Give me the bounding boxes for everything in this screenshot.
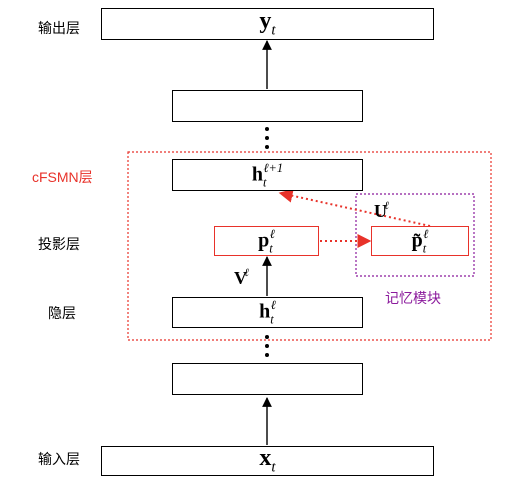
h-symbol: h bbox=[259, 300, 271, 323]
ellipsis-dot-upper-1 bbox=[265, 127, 269, 131]
ellipsis-dot-lower-3 bbox=[265, 353, 269, 357]
cfsmn-region bbox=[127, 151, 492, 341]
p-tilde-subscript: t bbox=[422, 240, 427, 255]
node-lower-hidden bbox=[172, 363, 363, 395]
label-input-layer: 输入层 bbox=[38, 451, 80, 467]
x-subscript: t bbox=[271, 459, 276, 476]
ellipsis-dot-lower-2 bbox=[265, 344, 269, 348]
p-subscript: t bbox=[269, 240, 273, 255]
arrow-ptilde-to-hnext bbox=[278, 188, 431, 227]
node-input-x: xt bbox=[101, 446, 434, 476]
h-next-subscript: t bbox=[263, 174, 267, 189]
h-superscript: ℓ bbox=[270, 298, 276, 313]
p-tilde-symbol: p̃ bbox=[411, 229, 423, 252]
ellipsis-dot-upper-3 bbox=[265, 145, 269, 149]
y-subscript: t bbox=[271, 22, 276, 39]
h-next-superscript: ℓ+1 bbox=[263, 160, 284, 175]
ellipsis-dot-upper-2 bbox=[265, 136, 269, 140]
u-superscript: ℓ bbox=[384, 200, 389, 212]
node-hidden-h: htℓ bbox=[172, 297, 363, 328]
node-projection-p: ptℓ bbox=[214, 226, 319, 256]
node-upper-hidden bbox=[172, 90, 363, 122]
node-output-y: yt bbox=[101, 8, 434, 40]
p-symbol: p bbox=[258, 229, 270, 252]
weight-u-label: Uℓ bbox=[374, 200, 389, 221]
label-memory-block: 记忆模块 bbox=[385, 290, 441, 306]
label-output-layer: 输出层 bbox=[38, 20, 80, 36]
weight-v-label: Vℓ bbox=[234, 267, 249, 288]
label-cfsmn-layer: cFSMN层 bbox=[32, 169, 93, 185]
x-symbol: x bbox=[259, 445, 272, 472]
y-symbol: y bbox=[259, 8, 272, 35]
h-next-symbol: h bbox=[251, 163, 264, 186]
node-h-next: htℓ+1 bbox=[172, 159, 363, 191]
node-memory-p-tilde: p̃tℓ bbox=[371, 226, 469, 256]
label-hidden-layer: 隐层 bbox=[48, 305, 76, 321]
h-subscript: t bbox=[270, 312, 274, 327]
ellipsis-dot-lower-1 bbox=[265, 335, 269, 339]
p-tilde-superscript: ℓ bbox=[423, 226, 429, 241]
u-symbol: U bbox=[374, 200, 387, 221]
v-symbol: V bbox=[234, 267, 247, 288]
label-projection-layer: 投影层 bbox=[38, 236, 80, 252]
v-superscript: ℓ bbox=[244, 267, 249, 279]
p-superscript: ℓ bbox=[269, 226, 275, 241]
